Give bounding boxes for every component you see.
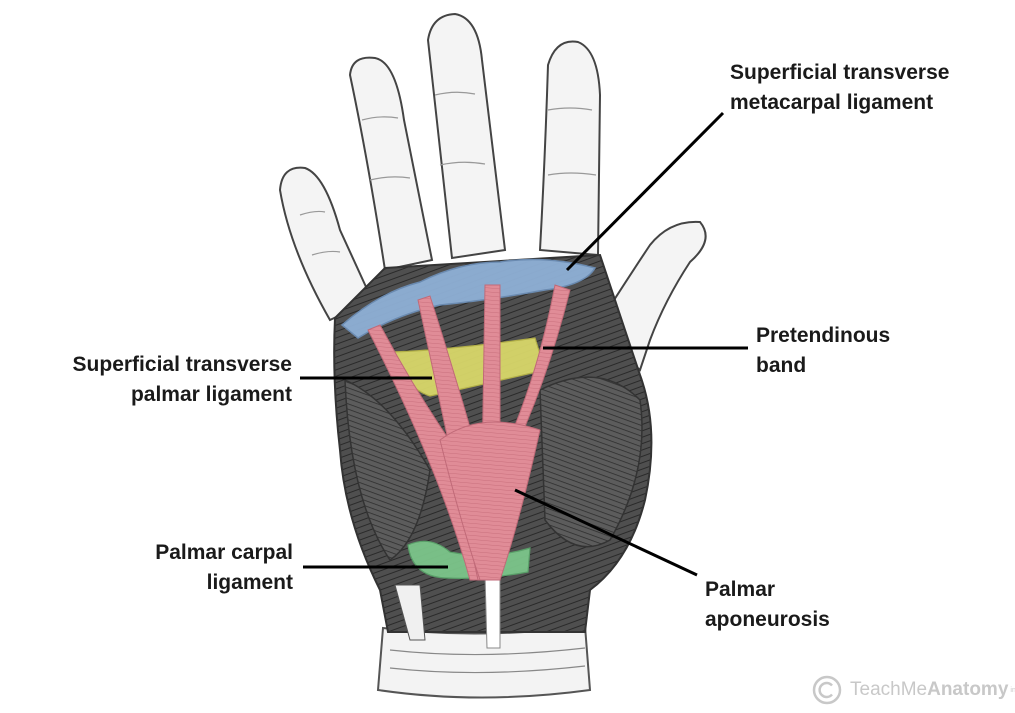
metacarpal-ligament — [340, 258, 597, 339]
finger-creases — [299, 91, 597, 256]
watermark-brand-bold: Anatomy — [927, 679, 1009, 700]
label-palmar-carpal-ligament: Palmar carpal ligament — [155, 541, 293, 594]
copyright-icon — [812, 675, 842, 705]
leader-lines — [300, 111, 748, 577]
leader-aponeurosis — [514, 488, 698, 577]
fingers — [278, 12, 707, 372]
label-palmar-aponeurosis: Palmar aponeurosis — [705, 578, 830, 631]
label-transverse-palmar-ligament: Superficial transverse palmar ligament — [72, 353, 292, 406]
watermark-suffix: info — [1010, 686, 1015, 694]
watermark-brand-light: TeachMe — [850, 679, 928, 700]
palmar-aponeurosis — [367, 284, 571, 581]
leader-metacarpal — [565, 111, 725, 272]
label-pretendinous-band: Pretendinous band — [756, 324, 891, 377]
label-metacarpal-ligament: Superficial transverse metacarpal ligame… — [730, 61, 950, 114]
watermark: TeachMeAnatomyinfo — [812, 675, 1015, 705]
sleeve-cuff — [376, 624, 592, 699]
